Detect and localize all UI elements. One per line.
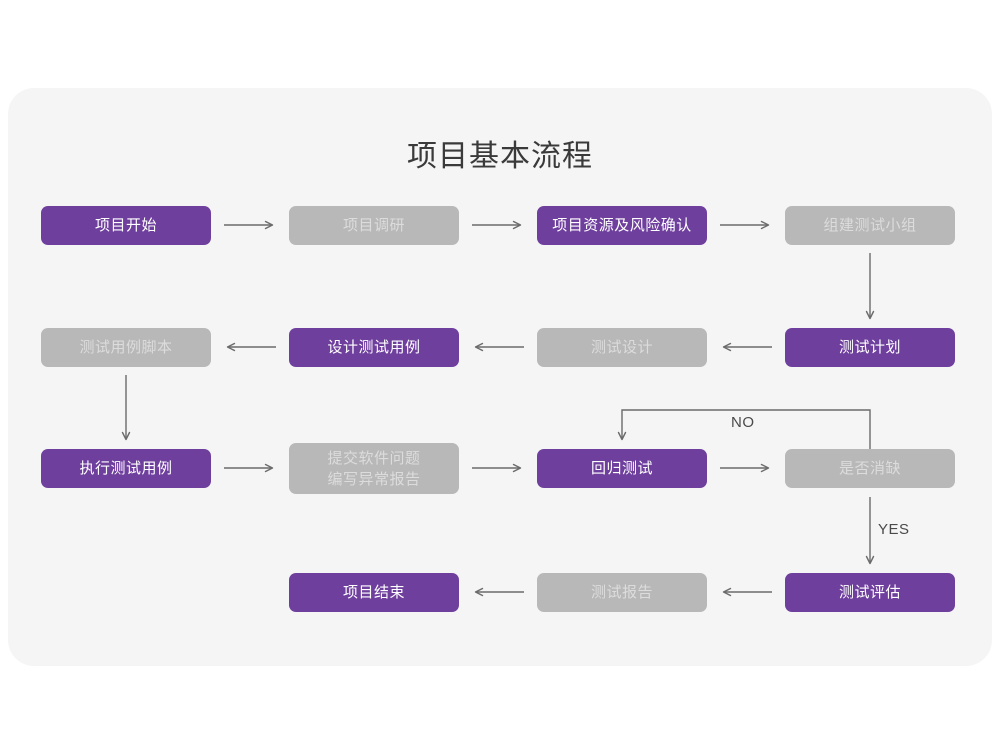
node-defect-resolved-decision[interactable]: 是否消缺 <box>785 449 955 488</box>
node-project-research[interactable]: 项目调研 <box>289 206 459 245</box>
node-test-case-script[interactable]: 测试用例脚本 <box>41 328 211 367</box>
node-test-evaluation[interactable]: 测试评估 <box>785 573 955 612</box>
node-design-test-case[interactable]: 设计测试用例 <box>289 328 459 367</box>
node-submit-defect-report[interactable]: 提交软件问题 编写异常报告 <box>289 443 459 494</box>
flowchart-card <box>8 88 992 666</box>
node-project-end[interactable]: 项目结束 <box>289 573 459 612</box>
node-project-start[interactable]: 项目开始 <box>41 206 211 245</box>
node-build-test-team[interactable]: 组建测试小组 <box>785 206 955 245</box>
edge-label-no: NO <box>731 414 755 431</box>
node-test-design[interactable]: 测试设计 <box>537 328 707 367</box>
node-resource-risk-confirm[interactable]: 项目资源及风险确认 <box>537 206 707 245</box>
node-test-report[interactable]: 测试报告 <box>537 573 707 612</box>
node-test-plan[interactable]: 测试计划 <box>785 328 955 367</box>
node-regression-test[interactable]: 回归测试 <box>537 449 707 488</box>
node-execute-test-case[interactable]: 执行测试用例 <box>41 449 211 488</box>
page-title: 项目基本流程 <box>407 140 593 173</box>
edge-label-yes: YES <box>878 521 910 538</box>
